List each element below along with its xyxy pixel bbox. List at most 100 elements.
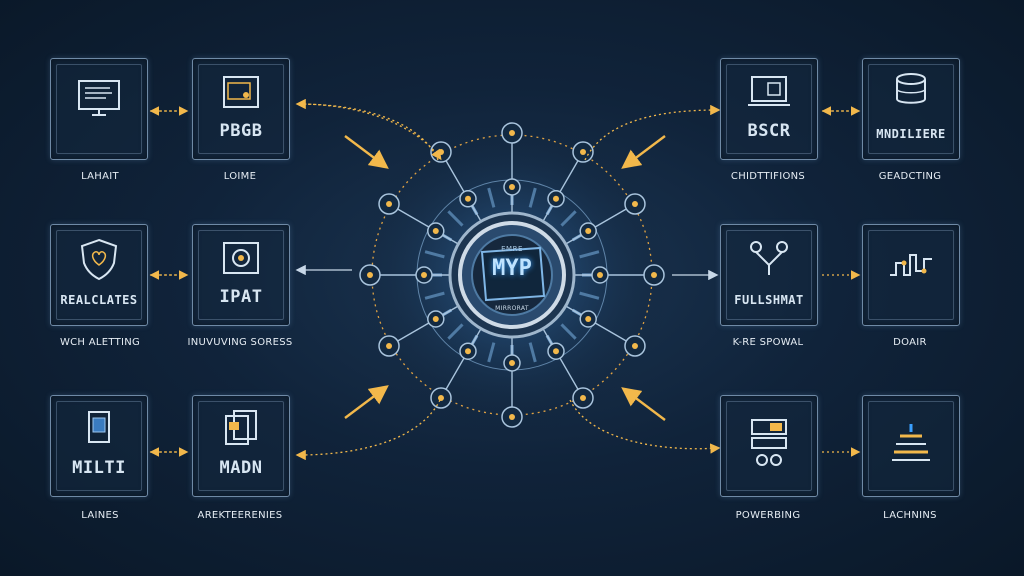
curve-hub-c11 <box>569 399 721 454</box>
server-icon <box>751 419 787 466</box>
hub-bottom-text: MIRRORAT <box>495 305 529 312</box>
spoke-node-dot <box>367 272 373 278</box>
spoke-node-dot <box>597 272 603 278</box>
card-chidttifions[interactable]: BSCR <box>720 58 818 160</box>
radial-tick <box>424 250 445 259</box>
signal-icon <box>890 254 932 276</box>
card-c7-title: BSCR <box>747 121 791 141</box>
card-c9-title: FULLSHMAT <box>734 293 804 307</box>
card-c4-title: IPAT <box>219 287 263 307</box>
spoke-line <box>542 151 584 222</box>
spoke-node-dot <box>553 348 559 355</box>
card-laines[interactable]: MILTI <box>50 395 148 497</box>
shield-heart-icon <box>80 238 118 281</box>
spoke-node-dot <box>580 149 586 156</box>
spoke-node-dot <box>386 201 393 207</box>
spokes <box>370 133 654 417</box>
caption-c7: CHIDTTIFIONS <box>730 171 806 182</box>
caption-c6: AREKTEERENIES <box>197 510 283 521</box>
radial-tick <box>424 291 445 300</box>
card-c2-title: PBGB <box>219 121 263 141</box>
curve-hub-c6 <box>295 399 441 461</box>
card-doair[interactable] <box>862 224 960 326</box>
spoke-line <box>440 151 482 222</box>
radial-tick <box>579 291 600 300</box>
spoke-node-dot <box>432 228 439 234</box>
card-c6-title: MADN <box>219 458 263 478</box>
spoke-line <box>440 328 482 399</box>
spoke-line <box>542 328 584 399</box>
caption-c8: GEADCTING <box>878 171 942 182</box>
hub-top-text: EMRE <box>501 245 523 253</box>
pointer-top-left <box>344 135 389 169</box>
curve-hub-c7 <box>584 104 721 161</box>
radial-tick <box>447 323 464 340</box>
spoke-node-dot <box>631 343 638 349</box>
card-loime[interactable]: PBGB <box>192 58 290 160</box>
ui-window-icon <box>223 76 259 108</box>
hub-label: MYP <box>492 256 532 281</box>
card-inuvuving[interactable]: IPAT <box>192 224 290 326</box>
documents-icon <box>225 410 257 445</box>
caption-c11: POWERBING <box>735 510 801 521</box>
caption-c1: LAHAIT <box>81 171 119 182</box>
card-c3-title: REALCLATES <box>60 293 138 307</box>
pointer-bottom-left <box>344 385 389 419</box>
framed-gear-icon <box>223 242 259 274</box>
spoke-line <box>388 305 459 347</box>
database-icon <box>896 73 926 104</box>
radial-tick <box>447 210 464 227</box>
spoke-nodes <box>359 122 665 428</box>
hub-emblem <box>480 246 546 302</box>
radial-tick <box>528 187 537 208</box>
spoke-node-dot <box>509 130 515 136</box>
chip-icon <box>88 411 110 443</box>
radial-tick <box>560 210 577 227</box>
spoke-node-dot <box>465 348 471 355</box>
spoke-node-dot <box>553 195 559 202</box>
monitor-icon <box>78 80 120 116</box>
card-k-re-spowal[interactable]: FULLSHMAT <box>720 224 818 326</box>
spoke-node-dot <box>432 316 439 322</box>
radial-tick <box>579 250 600 259</box>
spoke-node-dot <box>631 201 638 207</box>
caption-c12: LACHNINS <box>883 510 937 521</box>
spoke-node-dot <box>465 195 471 202</box>
radial-tick <box>487 342 496 363</box>
caption-c2: LOIME <box>223 171 257 182</box>
spoke-node-dot <box>509 414 515 420</box>
radial-tick <box>560 323 577 340</box>
spoke-node-dot <box>585 316 592 322</box>
caption-c5: LAINES <box>81 510 119 521</box>
spoke-node-dot <box>585 228 592 234</box>
spoke-line <box>565 203 636 245</box>
spoke-node-dot <box>509 360 515 366</box>
card-c8-title: MNDILIERE <box>876 127 946 141</box>
card-powerbing[interactable] <box>720 395 818 497</box>
caption-c3: WCH ALETTING <box>59 337 141 348</box>
card-geadcting[interactable]: MNDILIERE <box>862 58 960 160</box>
stack-icon <box>892 424 930 461</box>
pointer-top-right <box>621 135 666 169</box>
caption-c10: DOAIR <box>893 337 927 348</box>
card-wch-aletting[interactable]: REALCLATES <box>50 224 148 326</box>
spoke-node-dot <box>509 184 515 190</box>
pointer-bottom-right <box>621 387 666 421</box>
spoke-node-dot <box>438 394 444 401</box>
card-arekteerenies[interactable]: MADN <box>192 395 290 497</box>
spoke-node-dot <box>580 394 586 401</box>
radial-tick <box>528 342 537 363</box>
curve-hub-c2 <box>295 98 439 161</box>
spoke-line <box>565 305 636 347</box>
spoke-node-dot <box>438 149 444 156</box>
card-lahait[interactable] <box>50 58 148 160</box>
radial-tick <box>487 187 496 208</box>
laptop-icon <box>748 76 790 106</box>
caption-c9: K-RE SPOWAL <box>732 337 804 348</box>
spoke-line <box>388 203 459 245</box>
branch-icon <box>750 241 788 275</box>
spoke-node-dot <box>386 343 393 349</box>
card-lachnins[interactable] <box>862 395 960 497</box>
